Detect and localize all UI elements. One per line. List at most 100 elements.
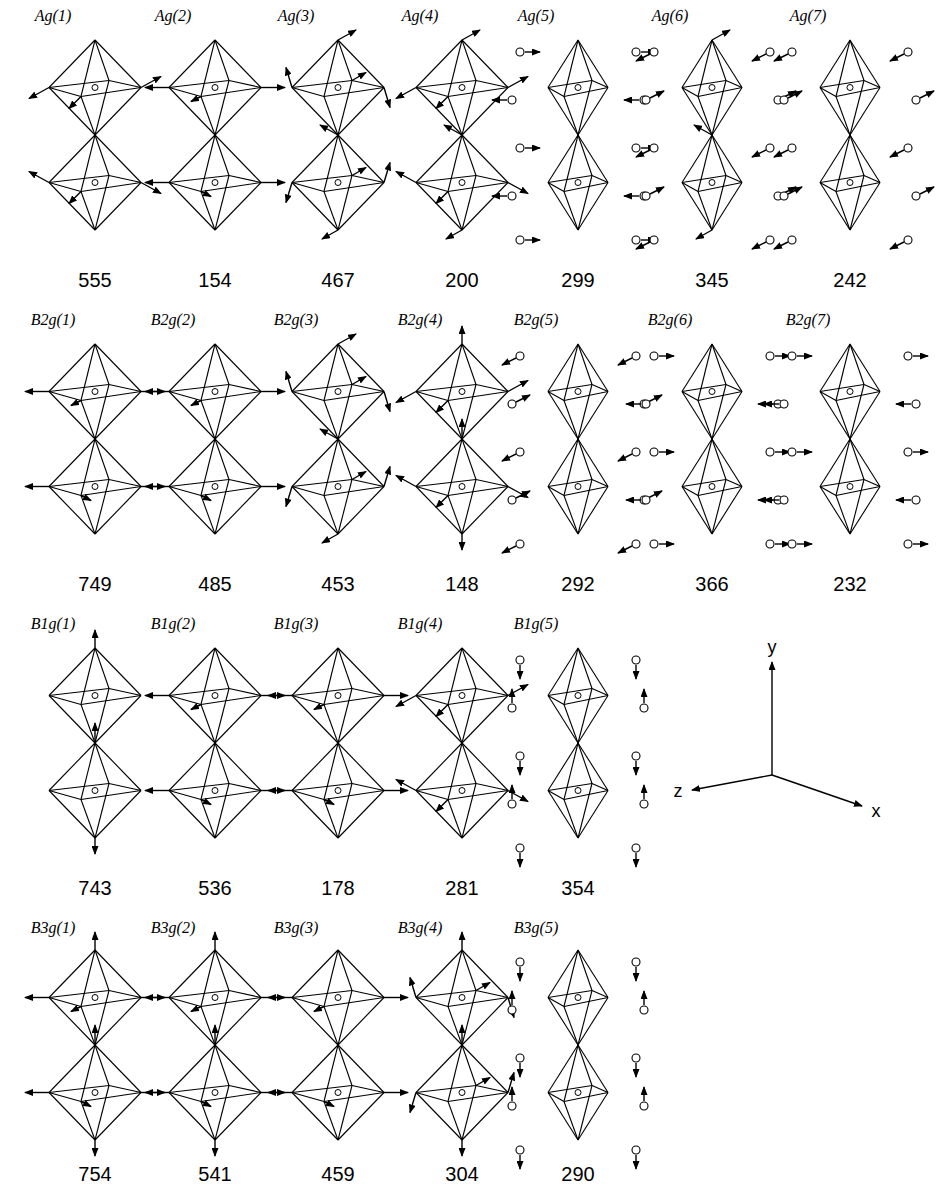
octahedron-edge: [578, 743, 592, 784]
displacement-arrow: [643, 689, 644, 703]
metal-ion: [212, 995, 218, 1001]
octahedron-edge: [820, 40, 850, 88]
octahedron-edge: [578, 648, 608, 696]
a-site-ion: [766, 144, 774, 152]
displacement-arrow: [145, 790, 169, 791]
octahedron-edge: [49, 743, 95, 791]
displacement-arrow: [324, 800, 334, 805]
metal-ion: [335, 995, 341, 1001]
octahedron-edge: [49, 439, 95, 487]
a-site-ion: [640, 1006, 648, 1014]
octahedron-edge: [292, 1093, 338, 1141]
octahedron-edge: [416, 385, 476, 392]
octahedron-edge: [201, 496, 215, 535]
displacement-arrow: [201, 192, 211, 197]
displacement-arrow: [525, 239, 540, 240]
octahedron-edge: [215, 791, 261, 839]
metal-ion: [335, 180, 341, 186]
displacement-arrow: [214, 1025, 215, 1043]
octahedron-edge: [578, 183, 608, 231]
displacement-arrow: [261, 182, 285, 183]
octahedron-edge: [338, 648, 352, 689]
octahedron-edge: [95, 40, 109, 81]
octahedron-edge: [95, 743, 141, 791]
frequency-value: 366: [695, 573, 728, 595]
a-site-ion: [780, 96, 788, 104]
displacement-arrow: [797, 355, 812, 356]
octahedron-edge: [169, 176, 229, 183]
mode-label: Ag(3): [278, 7, 314, 25]
a-site-ion: [912, 496, 920, 504]
a-site-ion: [766, 540, 774, 548]
octahedron-edge: [201, 791, 261, 800]
octahedron-edge: [215, 40, 229, 81]
frequency-value: 304: [445, 1163, 478, 1185]
displacement-arrow: [25, 486, 49, 487]
octahedron-edge: [836, 496, 850, 535]
octahedron-edge: [229, 689, 261, 696]
displacement-arrow: [81, 1102, 91, 1107]
octahedron-edge: [548, 40, 578, 88]
octahedron-edge: [448, 705, 462, 744]
octahedron-edge: [338, 648, 384, 696]
octahedron-edge: [462, 1093, 508, 1141]
octahedron-edge: [416, 439, 462, 487]
octahedron-edge: [682, 40, 712, 88]
octahedron-edge: [448, 791, 508, 800]
octahedron-edge: [215, 135, 229, 176]
displacement-arrow: [502, 546, 516, 553]
octahedron-edge: [564, 401, 578, 440]
octahedron-edge: [352, 689, 384, 696]
displacement-arrow: [71, 1007, 81, 1012]
displacement-arrow: [692, 775, 772, 790]
a-site-ion: [788, 144, 796, 152]
displacement-arrow: [145, 182, 169, 183]
octahedron-edge: [338, 696, 384, 744]
octahedron-edge: [95, 1045, 109, 1086]
octahedron-edge: [338, 1045, 352, 1086]
octahedron-edge: [820, 176, 864, 183]
mode-figure: [25, 932, 165, 1156]
mode-figure: [145, 40, 285, 230]
octahedron-edge: [352, 991, 384, 998]
octahedron-edge: [95, 344, 109, 385]
displacement-arrow: [511, 689, 512, 703]
octahedron-edge: [836, 192, 850, 231]
displacement-arrow: [635, 853, 636, 867]
octahedron-edge: [462, 439, 476, 480]
octahedron-edge: [850, 344, 864, 385]
octahedron-edge: [169, 392, 215, 440]
octahedron-edge: [338, 135, 352, 176]
octahedron-edge: [548, 183, 564, 192]
displacement-arrow: [94, 1140, 95, 1156]
displacement-arrow: [752, 54, 766, 61]
displacement-arrow: [492, 99, 507, 100]
displacement-arrow: [69, 192, 81, 204]
displacement-arrow: [648, 395, 662, 402]
frequency-value: 232: [833, 573, 866, 595]
displacement-arrow: [352, 168, 366, 176]
displacement-arrow: [145, 87, 169, 88]
metal-ion: [847, 85, 853, 91]
octahedron-edge: [476, 784, 508, 791]
frequency-value: 242: [833, 269, 866, 291]
displacement-arrow: [696, 230, 712, 239]
octahedron-edge: [169, 439, 215, 487]
octahedron-edge: [416, 689, 476, 696]
octahedron-edge: [462, 696, 508, 744]
octahedron-edge: [836, 401, 850, 440]
octahedron-edge: [864, 81, 880, 88]
octahedron-edge: [448, 183, 508, 192]
octahedron-edge: [578, 950, 592, 991]
octahedron-edge: [292, 689, 352, 696]
displacement-arrow: [29, 88, 49, 99]
displacement-arrow: [508, 685, 528, 696]
octahedron-edge: [564, 183, 608, 192]
octahedron-edge: [352, 784, 384, 791]
displacement-arrow: [396, 696, 416, 707]
octahedron-edge: [416, 998, 448, 1007]
octahedron-edge: [292, 176, 352, 183]
octahedron-edge: [215, 392, 261, 440]
octahedron-edge: [712, 135, 726, 176]
octahedron-edge: [338, 950, 352, 991]
